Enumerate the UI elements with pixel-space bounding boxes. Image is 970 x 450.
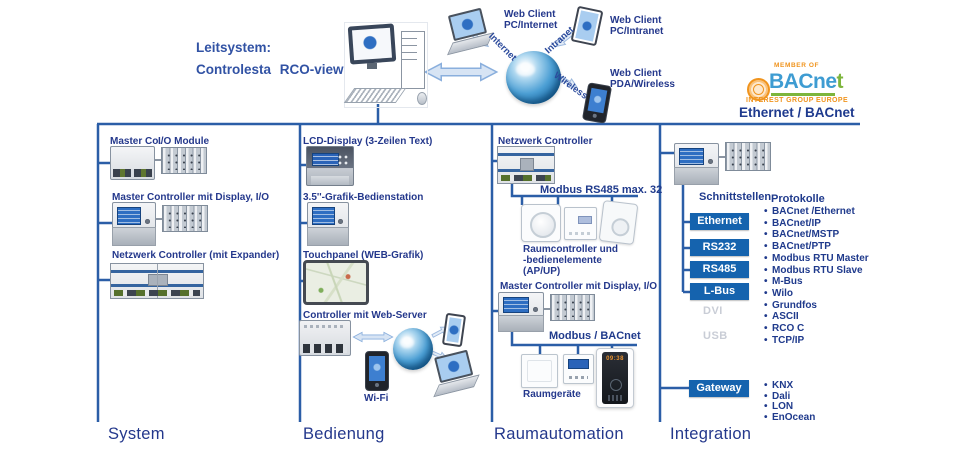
touchpanel-icon — [303, 260, 369, 305]
netzwerk-controller-expander-icon — [110, 263, 204, 299]
gateway-protocol-item: KNX — [764, 380, 815, 392]
modbus-bacnet-label: Modbus / BACnet — [549, 330, 641, 342]
interface-dvi-label: DVI — [703, 305, 723, 317]
io-modules-icon — [550, 294, 595, 321]
bacnet-member-of: MEMBER OF — [774, 62, 820, 69]
webserver-controller-label: Controller mit Web-Server — [303, 310, 427, 321]
modbus-rs485-label: Modbus RS485 max. 32 — [540, 184, 663, 196]
interface-button-rs485: RS485 — [690, 261, 749, 278]
gateway-button: Gateway — [689, 380, 749, 397]
raumcontroller-label: Raumcontroller und -bedienelemente (AP/U… — [523, 244, 619, 277]
io-modules-icon — [725, 142, 771, 171]
io-modules-icon — [162, 205, 208, 232]
interface-button-ethernet: Ethernet — [690, 213, 749, 230]
netzwerk-controller-expander-label: Netzwerk Controller (mit Expander) — [112, 250, 280, 261]
webserver-arrow-icon — [352, 331, 394, 343]
protocol-item: BACnet/MSTP — [764, 229, 869, 241]
io-module-label: I/O Module — [158, 136, 210, 147]
protocol-item: BACnet /Ethernet — [764, 206, 869, 218]
netzwerk-controller-label: Netzwerk Controller — [498, 136, 593, 147]
room-panel-controller-icon — [564, 207, 597, 240]
leitsystem-title: Leitsystem: — [196, 40, 272, 55]
column-footer-integration: Integration — [670, 425, 752, 443]
bacnet-underline — [771, 93, 835, 96]
interface-button-lbus: L-Bus — [690, 283, 749, 300]
protocol-item: Wilo — [764, 288, 869, 300]
lcd-display-icon — [306, 146, 354, 186]
room-dial-controller-icon — [521, 204, 561, 242]
master-controller-display-label: Master Controller mit Display, I/O — [500, 281, 658, 292]
interface-button-rs232: RS232 — [690, 239, 749, 256]
door-panel-icon: 09:38 — [596, 348, 634, 408]
protocol-item: BACnet/PTP — [764, 241, 869, 253]
grafik-bedienstation-label: 3.5''-Grafik-Bedienstation — [303, 192, 424, 203]
master-controller-display-label: Master Controller mit Display, I/O — [112, 192, 270, 203]
io-modules-icon — [161, 147, 207, 174]
protocol-item: Modbus RTU Master — [764, 253, 869, 265]
wifi-phone-icon — [365, 351, 389, 391]
master-controller-display-icon — [112, 202, 156, 246]
web-client-internet-label: Web Client PC/Internet — [504, 9, 558, 31]
door-panel-time: 09:38 — [606, 356, 624, 362]
protocol-item: Modbus RTU Slave — [764, 265, 869, 277]
lcd-display-label: LCD-Display (3-Zeilen Text) — [303, 136, 433, 147]
double-arrow-icon — [423, 62, 499, 82]
web-client-intranet-label: Web Client PC/Intranet — [610, 15, 664, 37]
column-footer-bedienung: Bedienung — [303, 425, 385, 443]
room-display-icon — [563, 354, 594, 384]
integration-controller-icon — [674, 143, 719, 185]
protocol-item: BACnet/IP — [764, 218, 869, 230]
gateway-protocol-list: KNX Dali LON EnOcean — [764, 380, 815, 424]
grafik-bedienstation-icon — [307, 202, 349, 246]
gateway-protocol-item: EnOcean — [764, 412, 815, 424]
protokolle-header: Protokolle — [771, 193, 825, 205]
raumgeraete-label: Raumgeräte — [523, 389, 581, 400]
intranet-arrow-icon — [554, 31, 574, 48]
protocol-item: TCP/IP — [764, 335, 869, 347]
master-controller-icon — [110, 146, 155, 180]
web-client-wireless-label: Web Client PDA/Wireless — [610, 68, 675, 90]
webserver-controller-icon — [299, 320, 351, 356]
bacnet-subtitle: INTEREST GROUP EUROPE — [746, 97, 849, 104]
protocol-item: Grundfos — [764, 300, 869, 312]
netzwerk-controller-icon — [497, 146, 555, 184]
protocol-item: ASCII — [764, 311, 869, 323]
server-pc-icon — [343, 22, 428, 108]
schnittstellen-header: Schnittstellen — [699, 191, 772, 203]
wifi-label: Wi-Fi — [364, 393, 389, 404]
protocol-list: BACnet /Ethernet BACnet/IP BACnet/MSTP B… — [764, 206, 869, 346]
bacnet-brand: BACnet — [769, 70, 844, 93]
interface-usb-label: USB — [703, 330, 728, 342]
gateway-protocol-item: Dali — [764, 391, 815, 403]
protocol-item: M-Bus — [764, 276, 869, 288]
column-footer-system: System — [108, 425, 165, 443]
web-globe-icon — [393, 328, 433, 370]
room-plate-icon — [521, 354, 558, 388]
master-co-label: Master Co. — [110, 136, 162, 147]
internet-globe-icon — [506, 51, 561, 104]
backbone-label: Ethernet / BACnet — [739, 105, 855, 120]
protocol-item: RCO C — [764, 323, 869, 335]
room-thermostat-icon — [598, 200, 639, 245]
gateway-protocol-item: LON — [764, 401, 815, 413]
column-footer-raumautomation: Raumautomation — [494, 425, 624, 443]
leitsystem-subtitle: Controlesta RCO-view — [196, 62, 344, 77]
ashrae-seal-icon — [747, 78, 770, 101]
touchpanel-label: Touchpanel (WEB-Grafik) — [303, 250, 424, 261]
master-controller-display-icon — [498, 292, 544, 332]
